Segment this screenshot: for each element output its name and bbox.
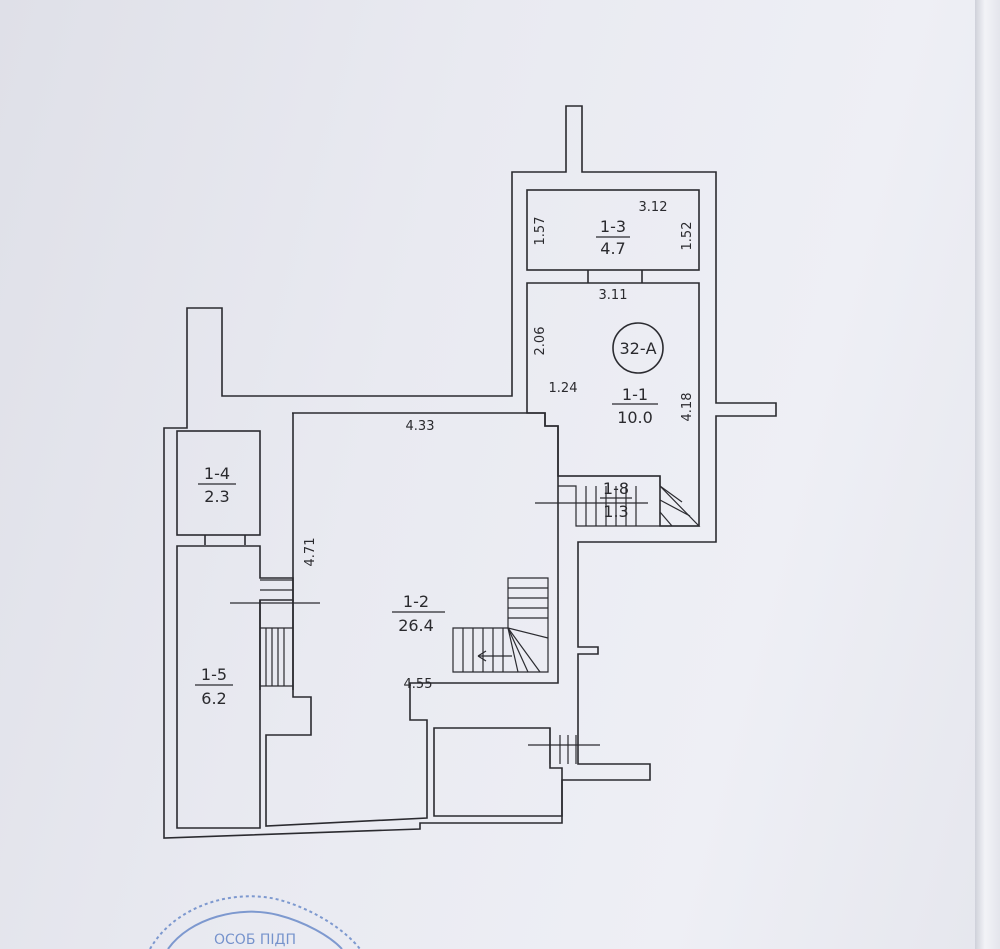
dimension-4-55: 4.55 bbox=[404, 677, 433, 692]
room-1-5-outline bbox=[176, 545, 294, 829]
room-1-8-id: 1-8 bbox=[603, 479, 629, 498]
dimension-1-52: 1.52 bbox=[680, 222, 695, 251]
seal-stamp bbox=[149, 895, 361, 949]
dimension-4-71: 4.71 bbox=[303, 538, 318, 567]
room-1-4-id: 1-4 bbox=[204, 464, 230, 483]
stairs-center bbox=[452, 577, 549, 673]
seal-stamp-text: ОСОБ ПІДП bbox=[214, 932, 296, 948]
apartment-circle bbox=[612, 322, 664, 374]
dimension-4-33: 4.33 bbox=[406, 419, 435, 434]
room-1-4-area: 2.3 bbox=[204, 487, 229, 506]
room-1-3-id: 1-3 bbox=[600, 217, 626, 236]
room-bottom-right-outline bbox=[433, 727, 563, 817]
room-1-3-outline bbox=[526, 189, 700, 271]
room-1-4-outline bbox=[176, 430, 261, 536]
room-1-8-area: 1.3 bbox=[603, 502, 628, 521]
dimension-2-06: 2.06 bbox=[533, 327, 548, 356]
dimension-1-24: 1.24 bbox=[549, 381, 578, 396]
room-1-1-area: 10.0 bbox=[617, 408, 653, 427]
room-1-2-area: 26.4 bbox=[398, 616, 434, 635]
stairs-left bbox=[230, 579, 320, 687]
room-1-2-id: 1-2 bbox=[403, 592, 429, 611]
dimension-1-57: 1.57 bbox=[533, 217, 548, 246]
stairs-bottom-right bbox=[528, 728, 600, 764]
room-1-1-id: 1-1 bbox=[622, 385, 648, 404]
paper-edge bbox=[975, 0, 1000, 949]
apartment-label: 32-А bbox=[619, 339, 656, 358]
paper-sheet bbox=[0, 0, 975, 949]
dimension-3-11: 3.11 bbox=[599, 288, 628, 303]
room-1-3-area: 4.7 bbox=[600, 239, 625, 258]
room-1-5-area: 6.2 bbox=[201, 689, 226, 708]
outer-wall-outline bbox=[163, 105, 777, 839]
dimension-3-12: 3.12 bbox=[639, 200, 668, 215]
stairs-1-8 bbox=[535, 475, 701, 527]
room-1-5-id: 1-5 bbox=[201, 665, 227, 684]
dimension-4-18: 4.18 bbox=[680, 393, 695, 422]
